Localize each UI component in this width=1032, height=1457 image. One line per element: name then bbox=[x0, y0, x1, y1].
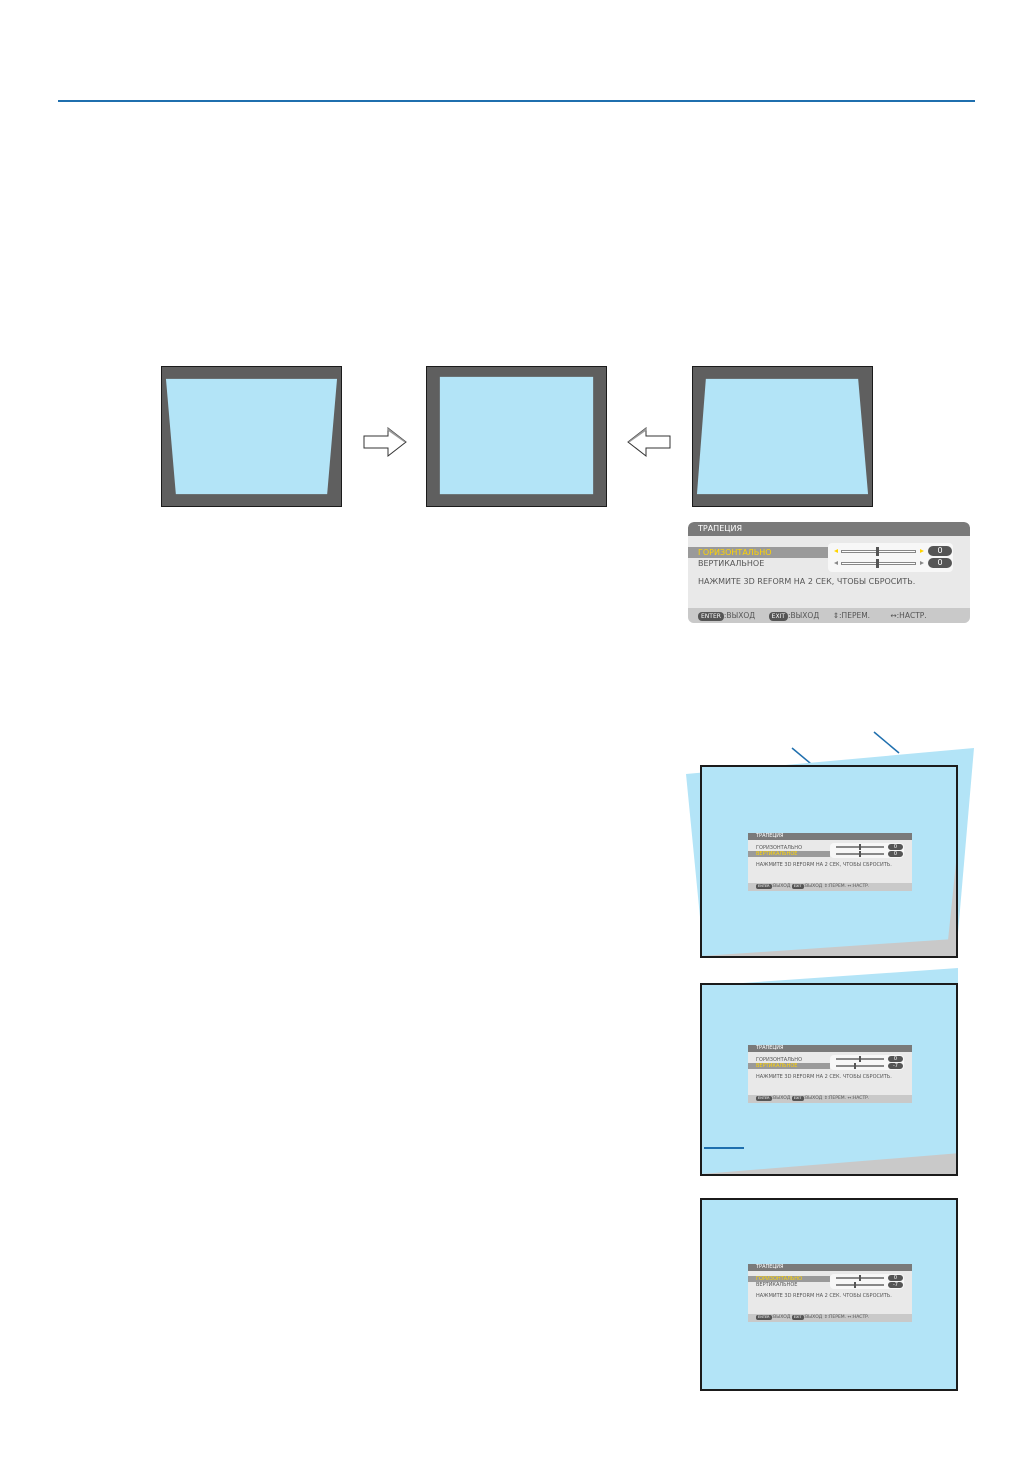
small-osd-2-title: ТРАПЕЦИЯ bbox=[748, 1045, 912, 1052]
osd-title: ТРАПЕЦИЯ bbox=[688, 522, 970, 536]
small-osd-2-exit-action: :ВЫХОД bbox=[803, 1096, 823, 1101]
keystone-before-image bbox=[165, 378, 338, 495]
small-osd-1-h-knob[interactable] bbox=[859, 844, 861, 850]
small-osd-3-exit: EXIT bbox=[791, 1315, 804, 1320]
small-osd-3-vertical[interactable]: ВЕРТИКАЛЬНОЕ bbox=[756, 1282, 798, 1288]
horizontal-slider-knob[interactable] bbox=[876, 547, 879, 556]
keystone-corrected-frame bbox=[426, 366, 607, 507]
small-osd-1-horizontal[interactable]: ГОРИЗОНТАЛЬНО bbox=[756, 845, 803, 851]
small-osd-1: ТРАПЕЦИЯ ГОРИЗОНТАЛЬНО ВЕРТИКАЛЬНОЕ 0 0 … bbox=[748, 833, 912, 891]
small-osd-2-vertical[interactable]: ВЕРТИКАЛЬНОЕ bbox=[748, 1063, 830, 1069]
small-osd-2-adjust: ↔:НАСТР. bbox=[847, 1096, 870, 1101]
small-osd-3-footer: ENTER:ВЫХОД EXIT:ВЫХОД ⇕:ПЕРЕМ. ↔:НАСТР. bbox=[748, 1314, 912, 1322]
small-osd-3-adjust: ↔:НАСТР. bbox=[847, 1315, 870, 1320]
small-osd-2-message: НАЖМИТЕ 3D REFORM НА 2 СЕК. ЧТОБЫ СБРОСИ… bbox=[756, 1074, 892, 1080]
arrow-left-icon bbox=[627, 426, 671, 458]
small-osd-1-h-value: 0 bbox=[888, 844, 903, 850]
horizontal-right-arrow-icon bbox=[920, 549, 924, 553]
osd-footer: ENTER:ВЫХОД EXIT:ВЫХОД ⇕:ПЕРЕМ. ↔:НАСТР. bbox=[688, 608, 970, 623]
enter-key-tag: ENTER bbox=[698, 612, 724, 621]
small-osd-3-v-slider[interactable] bbox=[836, 1284, 884, 1286]
small-osd-1-vertical[interactable]: ВЕРТИКАЛЬНОЕ bbox=[748, 851, 830, 857]
vertical-right-arrow-icon bbox=[920, 561, 924, 565]
small-osd-3-v-value: -7 bbox=[888, 1282, 903, 1288]
projection-screen-3: ТРАПЕЦИЯ ГОРИЗОНТАЛЬНО ВЕРТИКАЛЬНОЕ 0 -7… bbox=[700, 1198, 958, 1391]
keystone-after-frame bbox=[692, 366, 873, 507]
small-osd-1-title: ТРАПЕЦИЯ bbox=[748, 833, 912, 840]
keystone-after-image bbox=[696, 378, 869, 495]
small-osd-1-v-knob[interactable] bbox=[859, 851, 861, 857]
osd-slider-panel: 0 0 bbox=[828, 543, 953, 572]
small-osd-1-adjust: ↔:НАСТР. bbox=[847, 884, 870, 889]
small-osd-1-enter: ENTER bbox=[756, 884, 772, 889]
small-osd-2-enter-action: :ВЫХОД bbox=[771, 1096, 791, 1101]
keystone-osd-menu: ТРАПЕЦИЯ ГОРИЗОНТАЛЬНО ВЕРТИКАЛЬНОЕ 0 0 … bbox=[688, 522, 970, 623]
adjust-action: ↔:НАСТР. bbox=[890, 611, 927, 620]
small-osd-3-enter: ENTER bbox=[756, 1315, 772, 1320]
small-osd-2-enter: ENTER bbox=[756, 1096, 772, 1101]
horizontal-value: 0 bbox=[928, 546, 952, 556]
vertical-value: 0 bbox=[928, 558, 952, 568]
small-osd-2-h-knob[interactable] bbox=[859, 1056, 861, 1062]
small-osd-3-message: НАЖМИТЕ 3D REFORM НА 2 СЕК. ЧТОБЫ СБРОСИ… bbox=[756, 1293, 892, 1299]
small-osd-2-v-slider[interactable] bbox=[836, 1065, 884, 1067]
small-osd-3-h-value: 0 bbox=[888, 1275, 903, 1281]
projection-screen-2: ТРАПЕЦИЯ ГОРИЗОНТАЛЬНО ВЕРТИКАЛЬНОЕ 0 -7… bbox=[700, 983, 958, 1176]
small-osd-2-exit: EXIT bbox=[791, 1096, 804, 1101]
small-osd-3-enter-action: :ВЫХОД bbox=[771, 1315, 791, 1320]
small-osd-3-v-knob[interactable] bbox=[854, 1282, 856, 1288]
small-osd-2-footer: ENTER:ВЫХОД EXIT:ВЫХОД ⇕:ПЕРЕМ. ↔:НАСТР. bbox=[748, 1095, 912, 1103]
small-osd-1-enter-action: :ВЫХОД bbox=[771, 884, 791, 889]
small-osd-2-sliders: 0 -7 bbox=[830, 1055, 904, 1070]
osd-vertical-item[interactable]: ВЕРТИКАЛЬНОЕ bbox=[698, 559, 765, 568]
small-osd-1-sliders: 0 0 bbox=[830, 843, 904, 858]
small-osd-2-h-value: 0 bbox=[888, 1056, 903, 1062]
small-osd-3-move: ⇕:ПЕРЕМ. bbox=[823, 1315, 847, 1320]
small-osd-3-h-knob[interactable] bbox=[859, 1275, 861, 1281]
small-osd-2: ТРАПЕЦИЯ ГОРИЗОНТАЛЬНО ВЕРТИКАЛЬНОЕ 0 -7… bbox=[748, 1045, 912, 1103]
small-osd-1-exit-action: :ВЫХОД bbox=[803, 884, 823, 889]
small-osd-3-horizontal[interactable]: ГОРИЗОНТАЛЬНО bbox=[748, 1276, 830, 1282]
small-osd-1-footer: ENTER:ВЫХОД EXIT:ВЫХОД ⇕:ПЕРЕМ. ↔:НАСТР. bbox=[748, 883, 912, 891]
exit-key-tag: EXIT bbox=[768, 612, 788, 621]
small-osd-2-move: ⇕:ПЕРЕМ. bbox=[823, 1096, 847, 1101]
small-osd-2-horizontal[interactable]: ГОРИЗОНТАЛЬНО bbox=[756, 1057, 803, 1063]
small-osd-2-v-value: -7 bbox=[888, 1063, 903, 1069]
small-osd-3-title: ТРАПЕЦИЯ bbox=[748, 1264, 912, 1271]
small-osd-1-move: ⇕:ПЕРЕМ. bbox=[823, 884, 847, 889]
exit-action: :ВЫХОД bbox=[788, 611, 820, 620]
keystone-corrected-image bbox=[439, 376, 594, 495]
small-osd-3: ТРАПЕЦИЯ ГОРИЗОНТАЛЬНО ВЕРТИКАЛЬНОЕ 0 -7… bbox=[748, 1264, 912, 1322]
callout-line-2 bbox=[704, 1147, 744, 1149]
small-osd-3-exit-action: :ВЫХОД bbox=[803, 1315, 823, 1320]
enter-action: :ВЫХОД bbox=[723, 611, 756, 620]
small-osd-3-sliders: 0 -7 bbox=[830, 1274, 904, 1289]
osd-horizontal-item[interactable]: ГОРИЗОНТАЛЬНО bbox=[688, 547, 828, 558]
osd-reset-message: НАЖМИТЕ 3D REFORM НА 2 СЕК, ЧТОБЫ СБРОСИ… bbox=[698, 577, 916, 586]
small-osd-1-exit: EXIT bbox=[791, 884, 804, 889]
header-rule bbox=[58, 100, 975, 102]
vertical-left-arrow-icon bbox=[834, 561, 838, 565]
move-action: ⇕:ПЕРЕМ. bbox=[832, 611, 871, 620]
small-osd-1-message: НАЖМИТЕ 3D REFORM НА 2 СЕК, ЧТОБЫ СБРОСИ… bbox=[756, 862, 892, 868]
vertical-slider-knob[interactable] bbox=[876, 559, 879, 568]
keystone-before-frame bbox=[161, 366, 342, 507]
small-osd-1-v-value: 0 bbox=[888, 851, 903, 857]
horizontal-left-arrow-icon bbox=[834, 549, 838, 553]
projection-screen-1: ТРАПЕЦИЯ ГОРИЗОНТАЛЬНО ВЕРТИКАЛЬНОЕ 0 0 … bbox=[700, 765, 958, 958]
small-osd-2-v-knob[interactable] bbox=[854, 1063, 856, 1069]
arrow-right-icon bbox=[363, 426, 407, 458]
